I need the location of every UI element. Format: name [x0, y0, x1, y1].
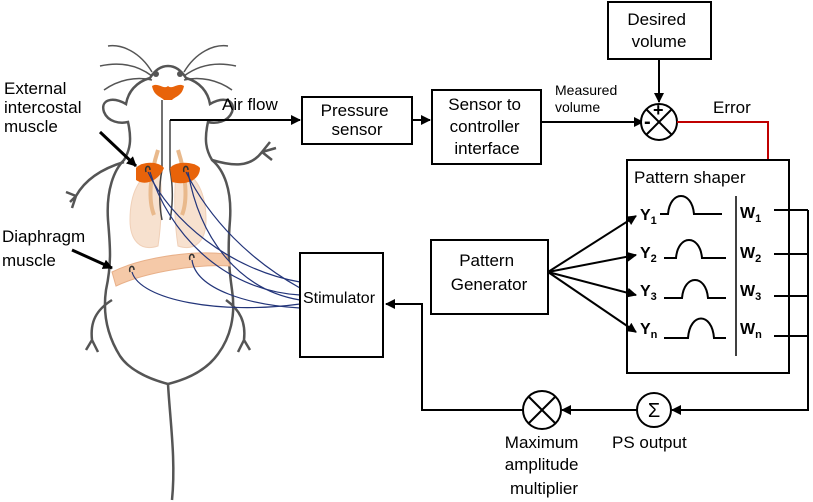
max-amplitude-multiplier	[522, 390, 562, 430]
rat-right-leg	[225, 298, 252, 353]
sensor-interface-box	[431, 89, 542, 165]
shaper-row-n: Yn Wn	[640, 317, 762, 341]
rat-tail	[166, 383, 175, 501]
svg-text:W1: W1	[740, 205, 761, 225]
svg-text:W2: W2	[740, 245, 761, 265]
rat-lung-right	[174, 169, 207, 248]
svg-text:Yn: Yn	[640, 321, 658, 341]
svg-text:Y1: Y1	[640, 207, 657, 227]
generator-fan-arrows	[547, 215, 637, 333]
svg-text:Y2: Y2	[640, 245, 657, 265]
pattern-shaper-box	[626, 159, 790, 374]
rat-left-leg	[84, 298, 113, 353]
rat-eye-right	[177, 71, 183, 77]
sensor-interface-label: Sensor to controller interface	[448, 95, 526, 158]
electrode-intercostal-1	[144, 165, 151, 173]
shaper-row-2: Y2 W2	[640, 239, 761, 265]
shaper-row-3: Y3 W3	[640, 279, 761, 303]
rat-left-arm	[65, 160, 125, 209]
desired-volume-label: Desired volume	[627, 10, 690, 51]
pattern-generator-box	[430, 239, 549, 315]
electrode-diaphragm-2	[188, 253, 195, 261]
desired-volume-box	[607, 1, 712, 60]
svg-text:W3: W3	[740, 283, 761, 303]
stimulator-box	[299, 252, 384, 358]
trachea-tube	[158, 100, 174, 221]
pattern-shaper-title-bg	[629, 162, 765, 190]
rat-right-arm	[211, 141, 277, 166]
trachea-tan	[148, 149, 188, 216]
label-error: Error	[713, 98, 751, 117]
summer-symbol: Σ	[648, 400, 660, 422]
label-max-amplitude: Maximum amplitude multiplier	[505, 433, 583, 498]
stimulator-label: Stimulator	[303, 290, 376, 307]
shaper-output-bus	[671, 209, 809, 415]
arrow-multiplier-to-stimulator	[385, 299, 523, 411]
arrow-to-intercostal	[98, 130, 138, 168]
rat-illustration	[65, 44, 301, 501]
label-ps-output: PS output	[612, 433, 687, 452]
label-diaphragm: Diaphragm muscle	[2, 227, 90, 270]
svg-text:Wn: Wn	[740, 321, 762, 341]
pattern-shaper-title: Pattern shaper	[634, 168, 746, 187]
rat-whiskers	[99, 44, 237, 91]
intercostal-muscle-right	[170, 162, 200, 184]
comparator-plus: +	[653, 100, 664, 120]
rat-body	[101, 64, 235, 386]
electrode-intercostal-2	[182, 165, 189, 173]
nerve-wires	[131, 171, 301, 309]
rat-nose	[152, 84, 184, 100]
shaper-row-1: Y1 W1	[640, 195, 761, 227]
pattern-generator-label: Pattern Generator	[451, 251, 528, 294]
rat-lung-left	[129, 169, 162, 248]
comparator-minus: -	[644, 111, 651, 133]
svg-text:Y3: Y3	[640, 283, 657, 303]
arrow-to-diaphragm	[71, 248, 113, 270]
pressure-sensor-box	[301, 96, 413, 145]
rat-eye-left	[153, 71, 159, 77]
electrode-diaphragm-1	[128, 265, 135, 273]
label-measured-volume: Measured volume	[555, 82, 621, 115]
diaphragm-muscle	[111, 252, 231, 287]
label-air-flow: Air flow	[222, 95, 278, 114]
label-external-intercostal: External intercostal muscle	[4, 79, 86, 136]
pressure-sensor-label: Pressure sensor	[321, 101, 394, 139]
